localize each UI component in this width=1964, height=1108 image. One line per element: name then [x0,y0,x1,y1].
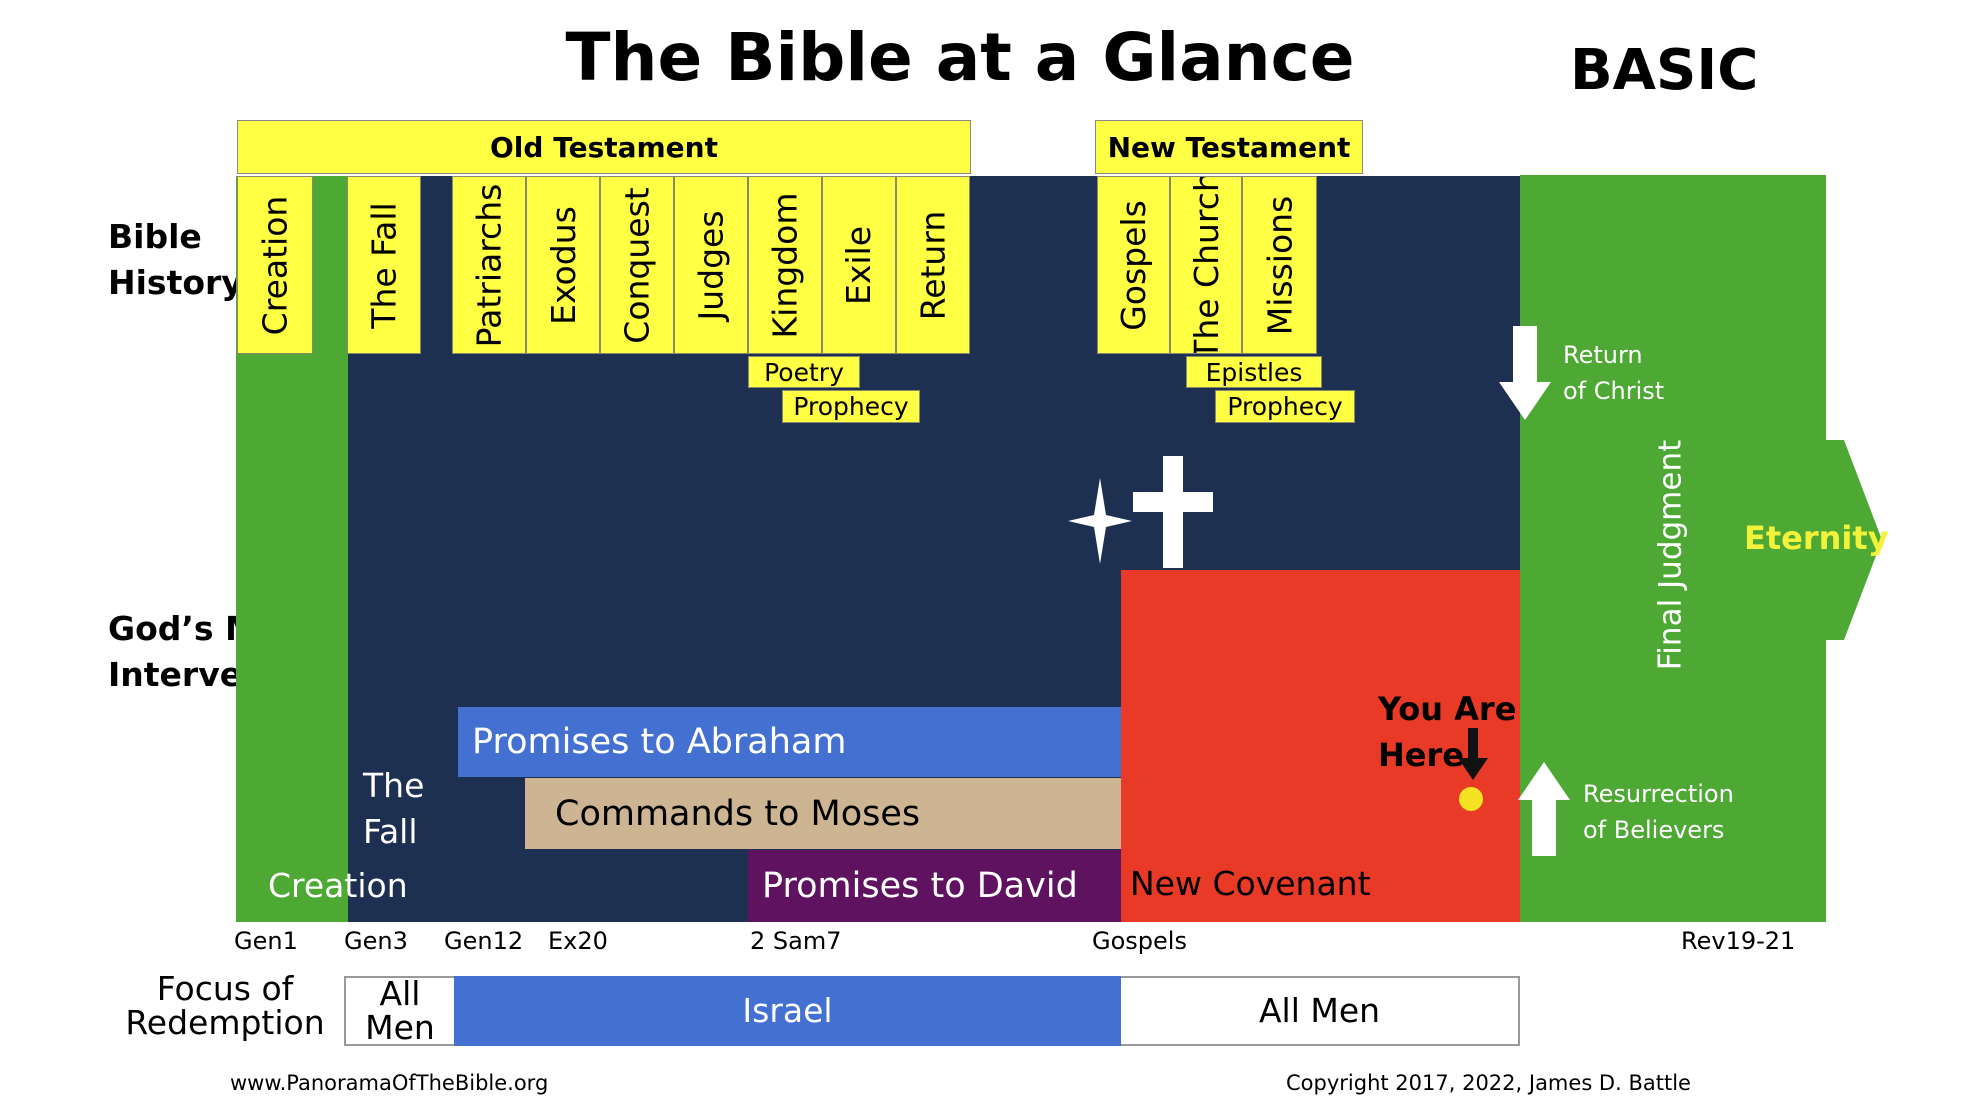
epistles-box: Epistles [1186,356,1322,388]
period-the-fall: The Fall [347,176,421,354]
period-missions: Missions [1242,176,1317,354]
period-exile: Exile [822,176,896,354]
final-judgment-green-region [1520,175,1826,922]
return-of-christ-label: Return of Christ [1563,341,1665,405]
you-are-here-dot [1459,787,1483,811]
prophecy-ot-box: Prophecy [782,390,920,423]
period-creation: Creation [237,176,313,354]
resurrection-label: Resurrection of Believers [1583,780,1734,844]
cross-icon [1133,456,1213,568]
period-patriarchs: Patriarchs [452,176,526,354]
focus-all-men-before: All Men [344,976,454,1046]
new-testament-header: New Testament [1095,120,1363,174]
period-return: Return [896,176,970,354]
ref-gen1: Gen1 [234,927,298,955]
return-down-arrow-icon [1499,326,1551,420]
creation-intervention-label: Creation [268,866,408,905]
ref-2sam7: 2 Sam7 [750,927,842,955]
ref-gen3: Gen3 [344,927,408,955]
star-icon [1068,478,1132,564]
website-link: www.PanoramaOfTheBible.org [230,1071,549,1095]
commands-to-moses-bar: Commands to Moses [525,778,1121,849]
bible-history-label: Bible History [108,217,243,302]
focus-of-redemption-label: Focus of Redemption [125,969,325,1042]
new-covenant-label: New Covenant [1130,864,1371,903]
fall-intervention-label: The Fall [363,766,425,851]
final-judgment-label: Final Judgment [1652,439,1688,671]
old-testament-header: Old Testament [237,120,971,174]
down-arrow-icon [1458,728,1488,780]
period-gospels: Gospels [1097,176,1170,354]
period-the-church: The Church [1170,176,1242,354]
ref-ex20: Ex20 [548,927,608,955]
period-conquest: Conquest [600,176,674,354]
resurrection-up-arrow-icon [1518,762,1570,856]
level-label: BASIC [1570,38,1759,103]
copyright-notice: Copyright 2017, 2022, James D. Battle [1286,1071,1691,1095]
new-covenant-region [1121,570,1520,922]
period-judges: Judges [674,176,748,354]
period-exodus: Exodus [526,176,600,354]
promises-to-david-bar: Promises to David [748,850,1121,922]
poetry-box: Poetry [748,356,860,388]
testament-gap [970,160,1098,176]
you-are-here-label: You Are Here [1378,690,1517,774]
focus-all-men-after: All Men [1121,976,1520,1046]
period-kingdom: Kingdom [748,176,822,354]
page-title: The Bible at a Glance [565,19,1355,96]
ref-gospels: Gospels [1092,927,1187,955]
ref-rev19-21: Rev19-21 [1681,927,1796,955]
prophecy-nt-box: Prophecy [1215,390,1355,423]
eternity-arrow [1826,440,1882,640]
focus-israel: Israel [454,976,1121,1046]
eternity-label: Eternity [1744,519,1889,557]
final-judgment-container: Final Judgment [1630,439,1710,671]
promises-to-abraham-bar: Promises to Abraham [458,707,1121,777]
ref-gen12: Gen12 [444,927,524,955]
